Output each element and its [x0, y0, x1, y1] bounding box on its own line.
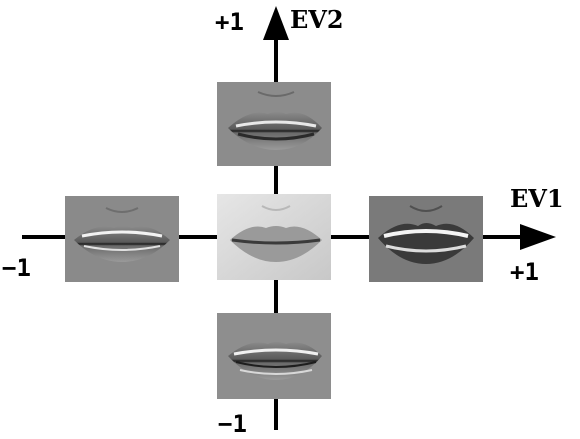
- ev2-plus-tick-label: +1: [215, 8, 244, 36]
- ev2-arrowhead: [263, 6, 289, 40]
- lip-panel-bottom: [217, 313, 331, 399]
- lip-panel-right: [369, 196, 483, 282]
- ev2-axis-label: EV2: [290, 5, 344, 34]
- ev1-arrowhead: [520, 224, 556, 250]
- ev1-axis-label: EV1: [510, 184, 564, 213]
- ev1-minus-tick-label: −1: [2, 254, 31, 282]
- lip-panel-top: [217, 82, 331, 166]
- ev1-plus-tick-label: +1: [510, 258, 539, 286]
- lip-panel-left: [65, 196, 179, 282]
- ev2-minus-tick-label: −1: [218, 410, 247, 438]
- lip-panel-center: [217, 194, 331, 280]
